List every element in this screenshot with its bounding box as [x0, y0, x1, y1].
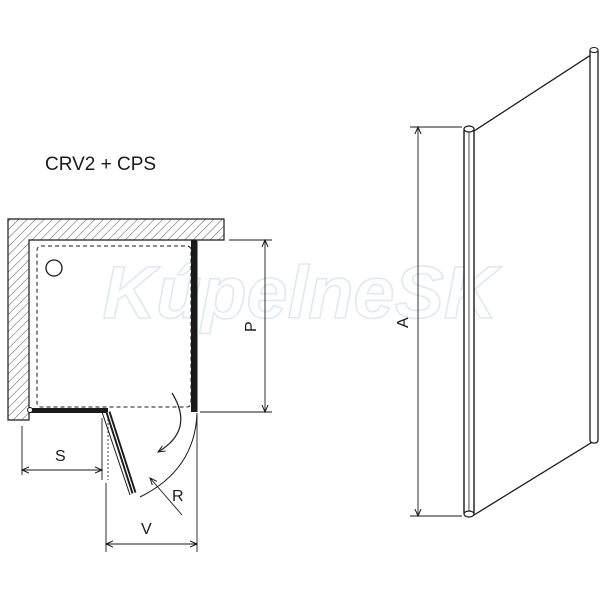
dim-label-a: A — [395, 317, 412, 328]
diagram-title: CRV2 + CPS — [45, 154, 156, 175]
drain-icon — [45, 259, 63, 277]
dim-label-v: V — [141, 521, 152, 538]
radius-arc — [139, 412, 198, 498]
elevation-view: A — [395, 47, 599, 518]
dim-label-r: R — [172, 488, 184, 505]
plan-view: R S V P — [7, 218, 272, 552]
door-swing-arc — [158, 392, 182, 452]
watermark-text: KúpelneSK — [103, 251, 502, 334]
dim-label-s: S — [55, 448, 66, 465]
shower-tray — [36, 245, 192, 408]
fixed-front-panel — [29, 408, 108, 413]
hatched-wall — [7, 218, 225, 421]
side-panel — [191, 240, 197, 412]
dim-label-p: P — [243, 321, 260, 332]
